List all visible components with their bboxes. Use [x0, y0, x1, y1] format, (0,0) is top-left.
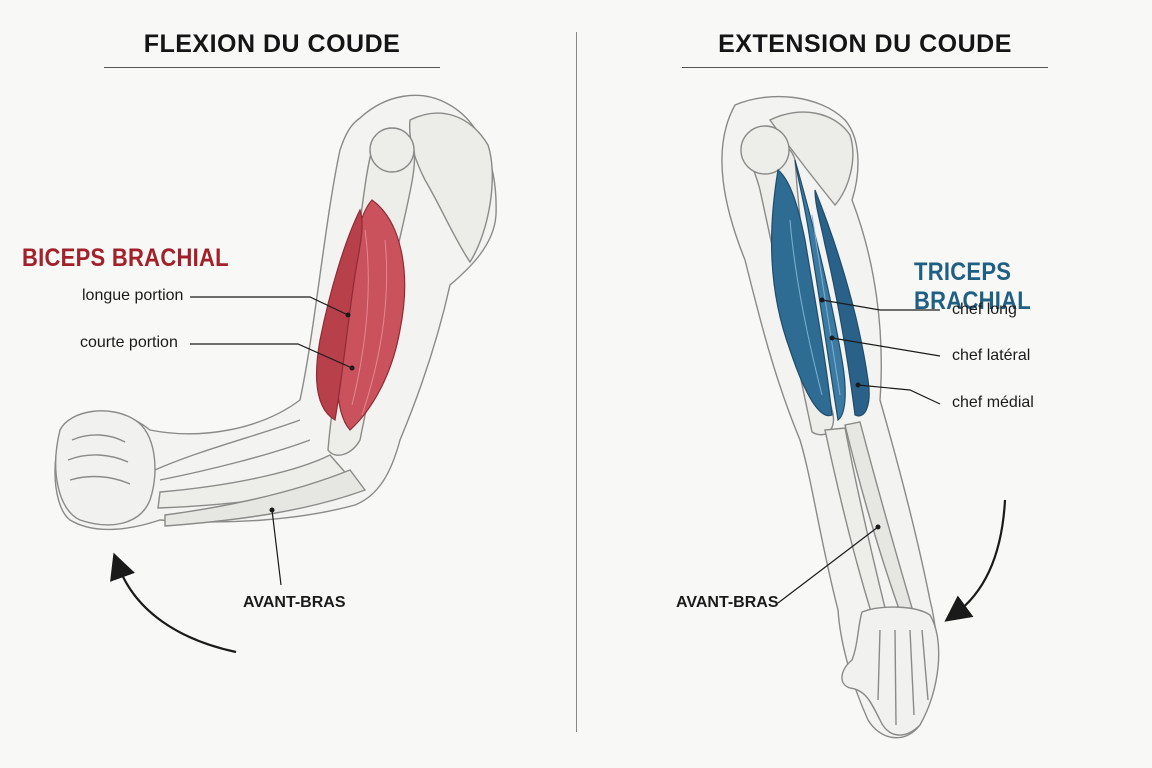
triceps-long-head [770, 168, 833, 417]
extension-title-rule [682, 67, 1048, 68]
label-longue-portion: longue portion [82, 287, 184, 304]
flexion-arrow [110, 552, 237, 654]
extension-arrow [944, 499, 1007, 622]
panel-divider [576, 32, 577, 732]
leader-courte-portion [190, 343, 353, 369]
humeral-head [369, 127, 415, 173]
flexed-arm-illustration [54, 94, 497, 531]
leader-chef-long [821, 299, 940, 311]
ulna-bone [164, 469, 367, 527]
fist [55, 410, 156, 526]
extended-arm-illustration [721, 95, 940, 739]
forearm-muscles [154, 419, 311, 481]
label-courte-portion: courte portion [80, 334, 178, 351]
label-chef-medial: chef médial [952, 394, 1034, 411]
left-leader-lines [190, 296, 355, 586]
open-hand [841, 606, 940, 736]
right-leader-lines [777, 297, 941, 604]
leader-longue-portion [190, 296, 349, 316]
triceps-heading: TRICEPS BRACHIAL [914, 258, 1031, 315]
scapula-bone-right [768, 111, 854, 207]
label-chef-long: chef long [952, 301, 1017, 318]
leader-chef-medial [857, 384, 941, 405]
biceps-heading: BICEPS BRACHIAL [22, 244, 229, 272]
label-avant-bras-left: AVANT-BRAS [243, 594, 346, 611]
flexion-title: FLEXION DU COUDE [143, 30, 401, 58]
scapula-bone [408, 112, 493, 264]
label-avant-bras-right: AVANT-BRAS [676, 594, 779, 611]
flexion-title-rule [104, 67, 440, 68]
biceps-short-head [315, 208, 363, 421]
extension-title: EXTENSION DU COUDE [718, 30, 1012, 58]
triceps-lateral-head [794, 159, 846, 422]
leader-avant-bras-right [777, 526, 879, 604]
leader-avant-bras-left [271, 509, 282, 586]
leader-chef-lateral [831, 337, 941, 357]
humeral-head-right [740, 125, 790, 175]
label-chef-lateral: chef latéral [952, 347, 1031, 364]
